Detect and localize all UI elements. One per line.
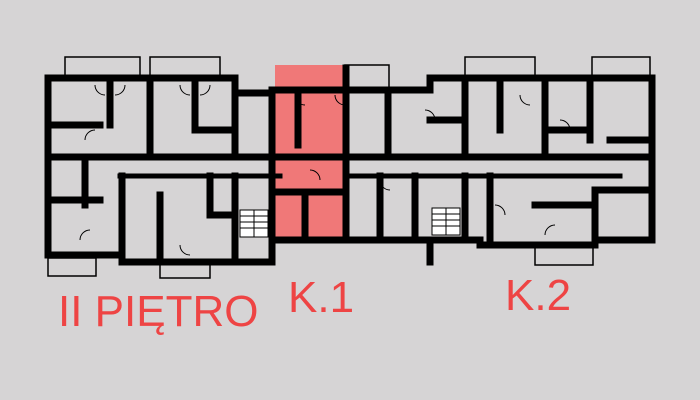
balcony (344, 64, 390, 90)
apartment-label-k1[interactable]: K.1 (288, 273, 355, 322)
balcony (64, 56, 141, 78)
doors (79, 84, 571, 256)
apartment-label-k2[interactable]: K.2 (505, 271, 572, 320)
balcony (464, 56, 536, 78)
stairs-right (431, 207, 461, 236)
stairs-left (239, 209, 269, 238)
apartment-k1-highlight[interactable] (275, 65, 346, 237)
balcony (591, 56, 651, 78)
balcony (47, 257, 97, 277)
walls (44, 64, 656, 266)
floor-label: II PIĘTRO (58, 287, 259, 336)
balcony (149, 56, 221, 78)
